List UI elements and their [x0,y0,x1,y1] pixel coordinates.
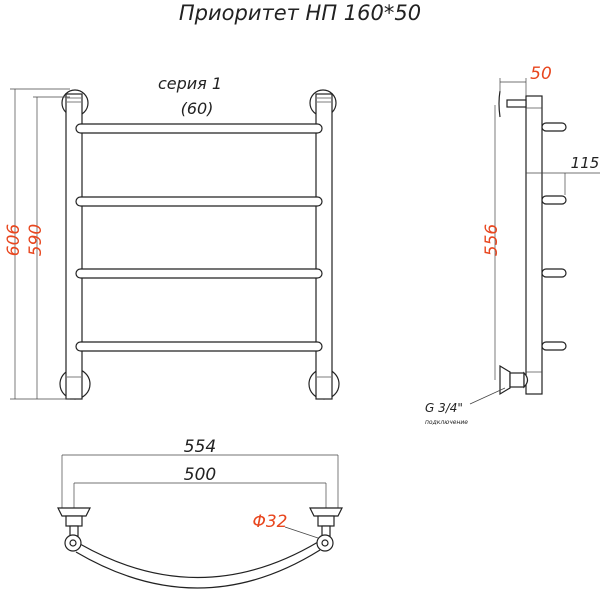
front-view: серия 1 (60) 606 590 [4,74,340,400]
dim-500: 500 [184,465,216,485]
drawing-title: Приоритет НП 160*50 [179,1,421,25]
rung [75,123,323,134]
dim-606: 606 [4,224,24,257]
connection-label: подключение [425,419,468,426]
rung [75,341,323,352]
dim-115: 115 [571,154,600,172]
side-view: 50 115 556 G 3/4" подключение [425,64,600,426]
rung [75,268,323,279]
right-riser [315,93,333,400]
series-label: серия 1 [158,74,222,93]
rung [75,196,323,207]
dim-590: 590 [26,224,46,256]
dim-554: 554 [184,437,216,457]
left-riser [65,93,83,400]
dim-phi32: Φ32 [252,512,287,532]
series-sub: (60) [181,99,214,118]
dim-50: 50 [530,64,552,84]
connection-size: G 3/4" [425,401,463,415]
top-view: 554 500 Φ32 [57,437,343,589]
dim-556: 556 [482,224,502,257]
